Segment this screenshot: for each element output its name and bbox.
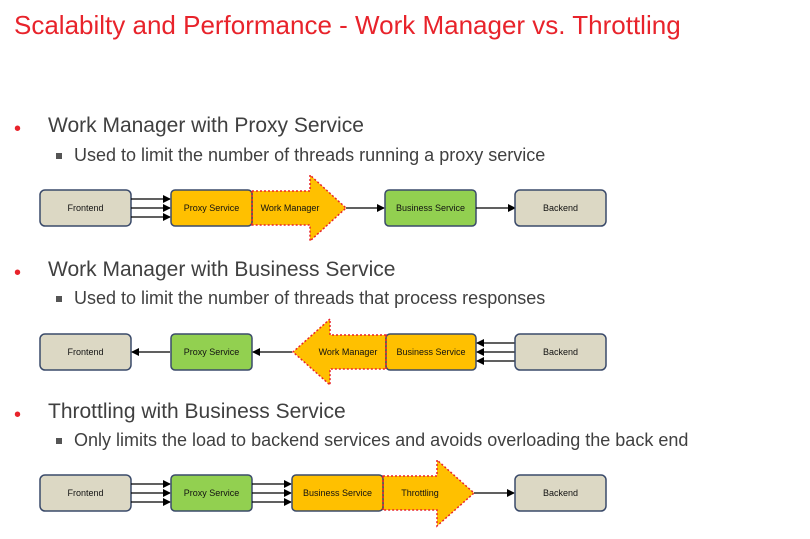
sub-bullet-square	[56, 296, 62, 302]
frontend-label: Frontend	[67, 203, 103, 213]
bullet-dot: •	[14, 404, 22, 426]
section-subtext: Used to limit the number of threads runn…	[74, 145, 546, 165]
backend-box	[514, 333, 607, 371]
page-title: Scalabilty and Performance - Work Manage…	[14, 10, 681, 40]
business-service-label: Business Service	[303, 488, 372, 498]
backend-label: Backend	[543, 347, 578, 357]
backend-label: Backend	[543, 488, 578, 498]
throttling-label: Throttling	[401, 488, 439, 498]
backend-label: Backend	[543, 203, 578, 213]
backend-box	[514, 189, 607, 227]
bullet-dot: •	[14, 262, 22, 284]
business-service-label: Business Service	[396, 203, 465, 213]
frontend-label: Frontend	[67, 347, 103, 357]
bullet-dot: •	[14, 118, 22, 140]
business-service-label: Business Service	[396, 347, 465, 357]
backend-box	[514, 474, 607, 512]
sub-bullet-square	[56, 438, 62, 444]
work-manager-label: Work Manager	[261, 203, 320, 213]
proxy-service-label: Proxy Service	[184, 488, 240, 498]
sub-bullet-square	[56, 153, 62, 159]
proxy-service-label: Proxy Service	[184, 347, 240, 357]
section-heading: Throttling with Business Service	[48, 400, 346, 423]
proxy-service-label: Proxy Service	[184, 203, 240, 213]
section-heading: Work Manager with Business Service	[48, 258, 396, 281]
diagram-workmanager-proxy: Frontend Proxy Service Work Manager Busi…	[39, 173, 607, 243]
section-heading: Work Manager with Proxy Service	[48, 114, 364, 137]
work-manager-label: Work Manager	[319, 347, 378, 357]
diagram-workmanager-business: Frontend Proxy Service Work Manager Busi…	[39, 317, 607, 387]
section-subtext: Only limits the load to backend services…	[74, 430, 689, 450]
throttling-arrow	[382, 458, 476, 528]
diagram-throttling-business: Frontend Proxy Service Business Service …	[39, 458, 607, 528]
work-manager-arrow	[251, 173, 348, 243]
work-manager-arrow	[291, 317, 387, 387]
frontend-label: Frontend	[67, 488, 103, 498]
section-subtext: Used to limit the number of threads that…	[74, 288, 546, 308]
